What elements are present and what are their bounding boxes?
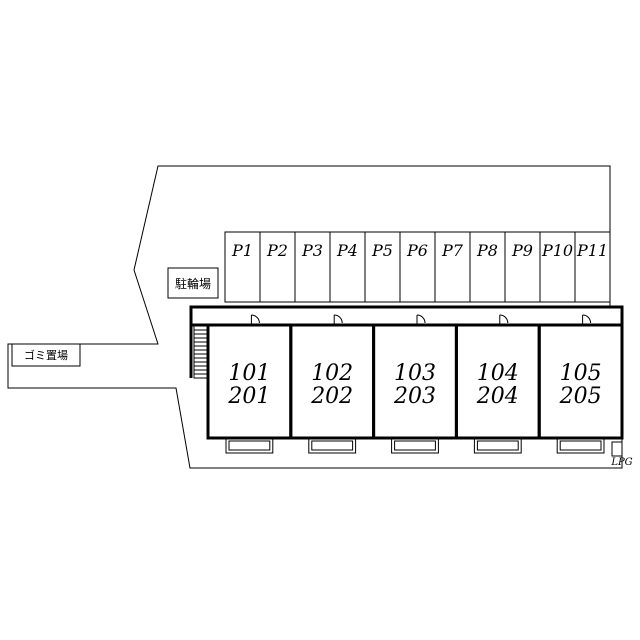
parking-space-label: P4 <box>336 241 358 260</box>
unit-number-lower: 201 <box>227 384 270 409</box>
door-icon <box>333 314 343 325</box>
parking-space-label: P1 <box>231 241 253 260</box>
garbage-area-label: ゴミ置場 <box>24 348 68 362</box>
parking-space: P1 <box>224 231 261 303</box>
bicycle-parking-label: 駐輪場 <box>175 276 211 291</box>
balcony <box>225 437 274 454</box>
parking-space: P2 <box>259 231 296 303</box>
parking-space-label: P6 <box>406 241 428 260</box>
parking-space-label: P5 <box>371 241 393 260</box>
parking-space-label: P7 <box>441 241 464 260</box>
lpg-box <box>611 441 623 457</box>
parking-space-label: P10 <box>541 241 573 260</box>
bicycle-parking-box <box>167 267 219 299</box>
garbage-area-box <box>11 343 81 367</box>
unit-number-upper: 105 <box>560 361 602 386</box>
staircase <box>193 325 208 379</box>
parking-space: P7 <box>434 231 471 303</box>
unit-number-lower: 202 <box>310 384 353 409</box>
door-icon <box>582 314 592 325</box>
site-boundary <box>7 165 623 469</box>
parking-space: P6 <box>399 231 436 303</box>
door-icon <box>416 314 426 325</box>
parking-space: P9 <box>504 231 541 303</box>
parking-space-label: P9 <box>511 241 533 260</box>
lpg-label: LPG <box>610 457 632 468</box>
balcony <box>473 437 522 454</box>
unit-number-upper: 104 <box>477 361 519 386</box>
unit-number-upper: 103 <box>394 361 436 386</box>
parking-space: P8 <box>469 231 506 303</box>
parking-space-label: P2 <box>266 241 288 260</box>
door-icon <box>250 314 260 325</box>
unit-number-upper: 102 <box>311 361 353 386</box>
balcony <box>308 437 357 454</box>
door-icon <box>499 314 509 325</box>
parking-space-label: P11 <box>576 241 608 260</box>
parking-space: P10 <box>539 231 576 303</box>
balcony <box>556 437 605 454</box>
parking-space: P4 <box>329 231 366 303</box>
parking-space: P11 <box>574 231 611 303</box>
parking-space: P3 <box>294 231 331 303</box>
parking-space-label: P3 <box>301 241 323 260</box>
parking-space-label: P8 <box>476 241 498 260</box>
balcony <box>391 437 439 454</box>
unit-number-lower: 205 <box>559 384 602 409</box>
unit-number-lower: 204 <box>476 384 519 409</box>
unit-number-lower: 203 <box>393 384 436 409</box>
parking-space: P5 <box>364 231 401 303</box>
unit-number-upper: 101 <box>228 361 270 386</box>
